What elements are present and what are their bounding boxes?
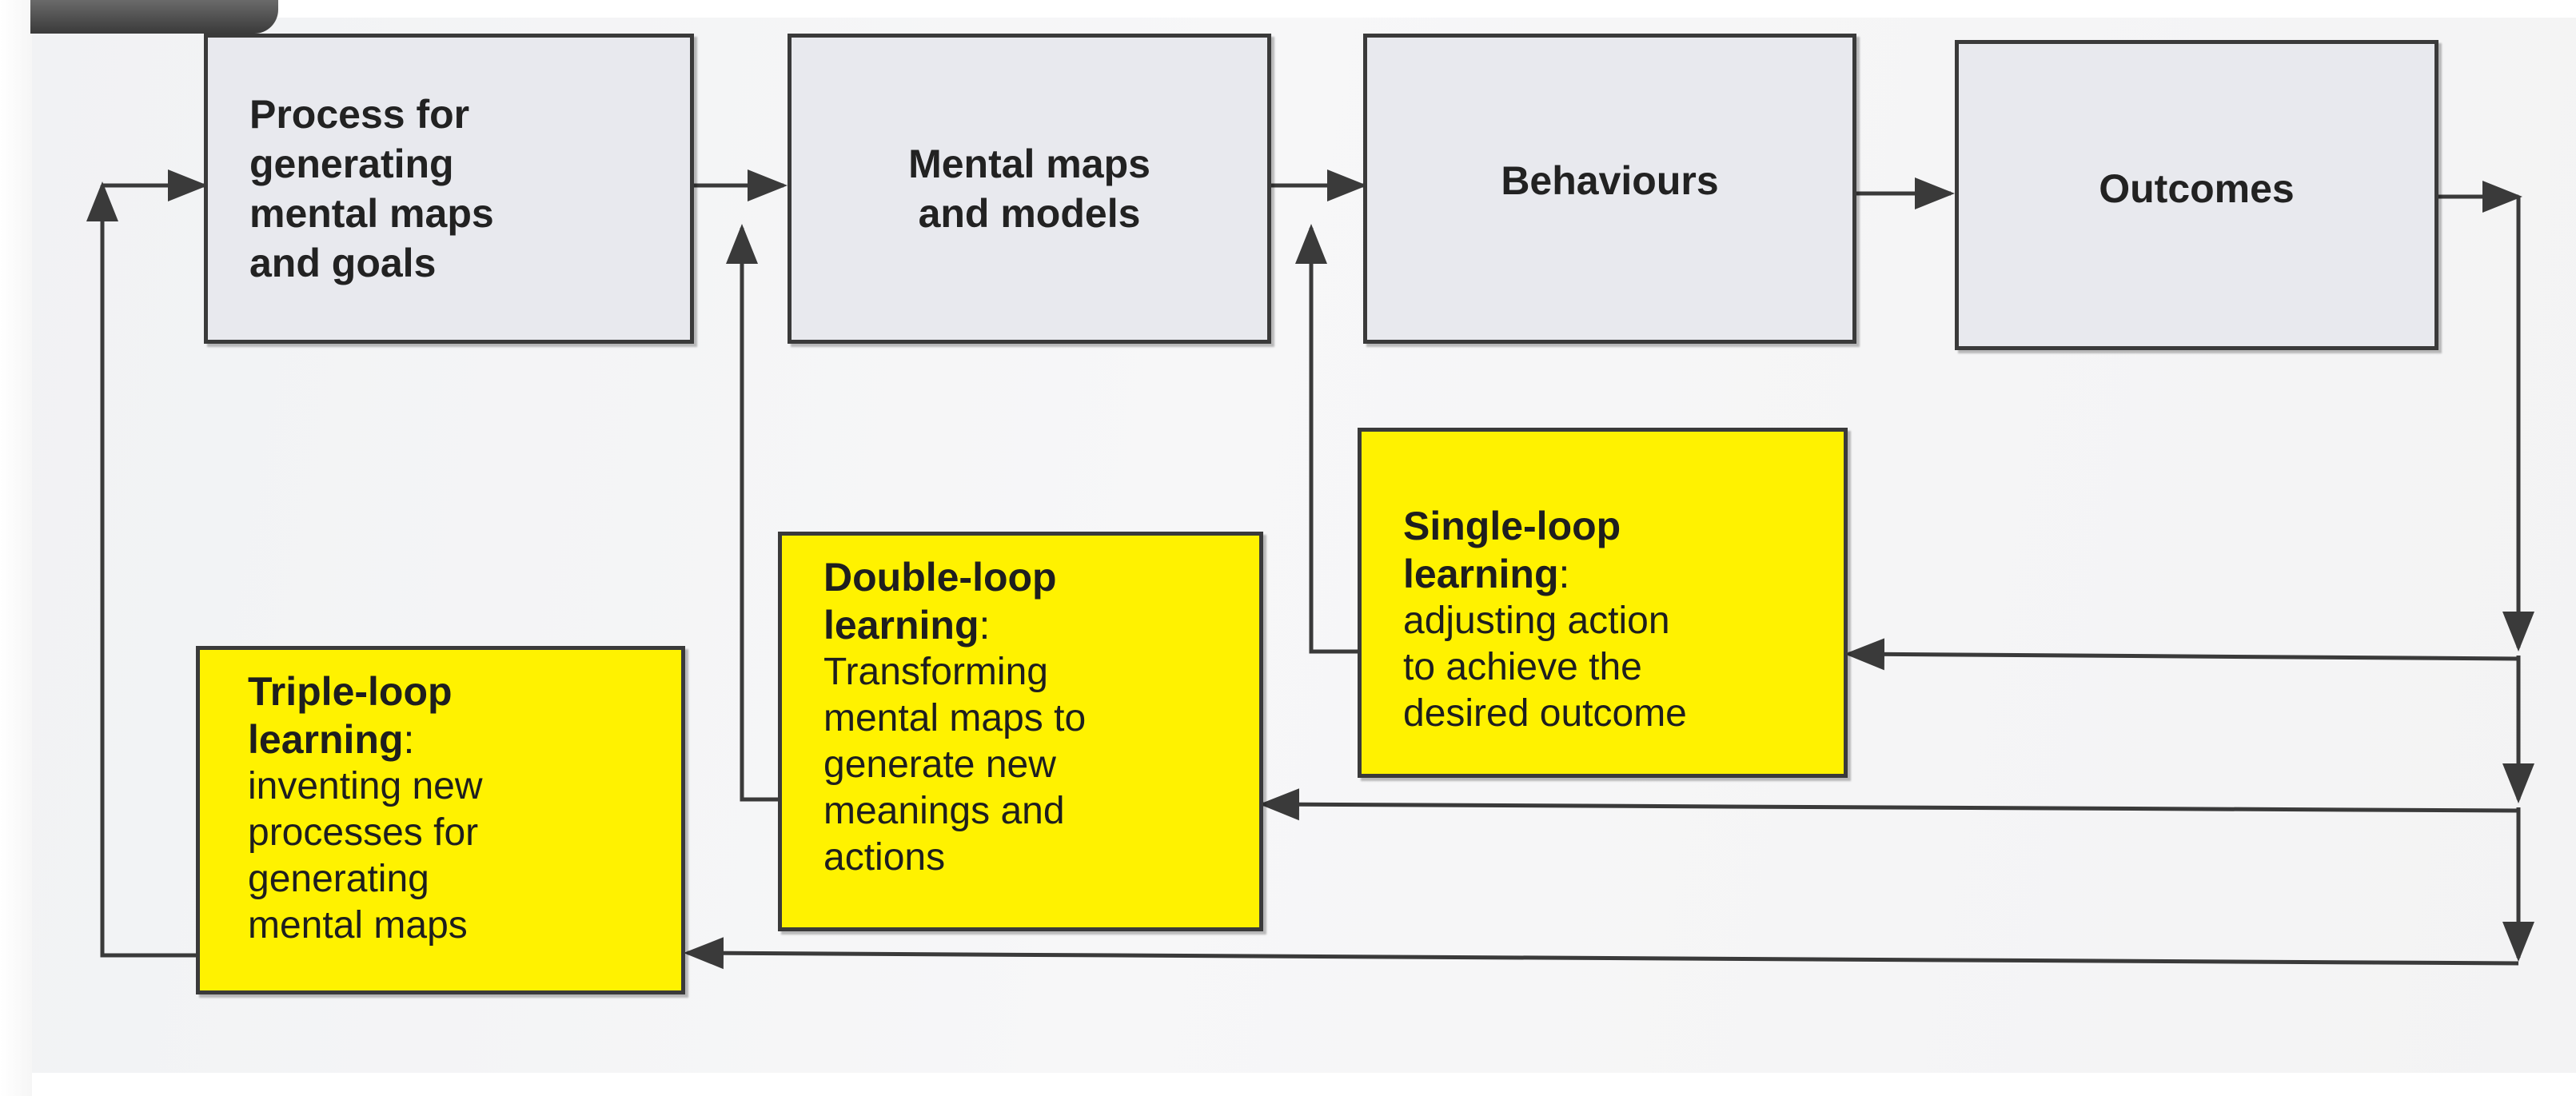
triple-loop-text: inventing new processes for generating m… <box>248 765 483 947</box>
process-box-label: Process for generating mental maps and g… <box>249 92 494 285</box>
triple-loop-colon: : <box>403 717 415 762</box>
single-loop-heading-text: Single-loop learning <box>1403 504 1621 596</box>
double-loop-box: Double-loop learning: Transforming menta… <box>778 532 1263 931</box>
behaviours-label: Behaviours <box>1501 158 1719 203</box>
mental-maps-label: Mental maps and models <box>908 141 1150 236</box>
single-loop-box: Single-loop learning: adjusting action t… <box>1358 428 1848 778</box>
scan-edge-shadow <box>30 0 278 34</box>
behaviours-box: Behaviours <box>1363 34 1856 344</box>
single-loop-colon: : <box>1558 552 1570 596</box>
double-loop-heading-text: Double-loop learning <box>823 555 1057 648</box>
single-loop-heading: Single-loop learning: <box>1403 502 1844 598</box>
double-loop-text: Transforming mental maps to generate new… <box>823 651 1087 879</box>
double-loop-heading: Double-loop learning: <box>823 553 1259 649</box>
arrow-to-single-loop <box>1844 638 2519 671</box>
double-loop-return <box>726 224 780 802</box>
triple-loop-heading: Triple-loop learning: <box>248 668 681 763</box>
outcomes-box: Outcomes <box>1955 40 2438 350</box>
double-loop-colon: : <box>979 603 991 648</box>
triple-loop-heading-text: Triple-loop learning <box>248 669 453 762</box>
process-box: Process for generating mental maps and g… <box>204 34 694 344</box>
single-loop-return <box>1295 224 1359 654</box>
arrow-to-triple-loop <box>684 937 2519 970</box>
arrow-to-double-loop <box>1259 788 2519 821</box>
page-edge <box>0 0 32 1096</box>
triple-loop-return <box>86 181 196 958</box>
single-loop-text: adjusting action to achieve the desired … <box>1403 600 1687 735</box>
outcomes-label: Outcomes <box>2099 166 2295 211</box>
mental-maps-box: Mental maps and models <box>788 34 1271 344</box>
triple-loop-box: Triple-loop learning: inventing new proc… <box>196 646 685 994</box>
